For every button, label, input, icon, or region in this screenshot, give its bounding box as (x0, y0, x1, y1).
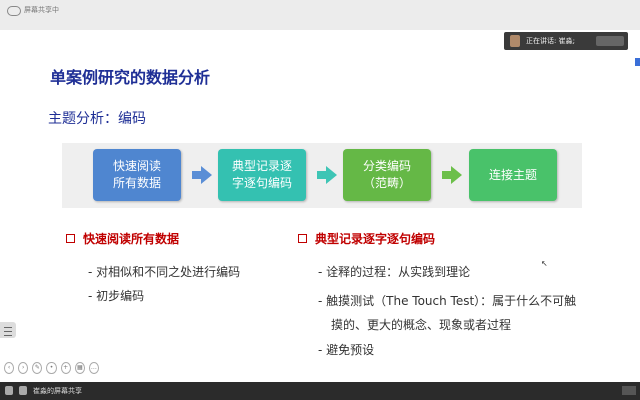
share-status: 屏幕共享中 (24, 6, 59, 14)
slide-subtitle: 主题分析：编码 (48, 111, 146, 127)
flow-arrow-icon (192, 166, 212, 184)
right-heading: 典型记录逐字逐句编码 (298, 230, 435, 247)
flow-step-1: 快速阅读 所有数据 (93, 149, 181, 201)
flow-step-4: 连接主题 (469, 149, 557, 201)
window-control-icon[interactable] (622, 386, 636, 395)
right-item-continued: 摸的、更大的概念、现象或者过程 (331, 318, 512, 332)
right-item: - 触摸测试（The Touch Test）：属于什么不可触 (318, 294, 577, 308)
previous-icon[interactable]: ‹ (4, 362, 15, 374)
right-item: - 避免预设 (318, 343, 375, 357)
flow-arrow-icon (442, 166, 462, 184)
right-item: - 诠释的过程：从实践到理论 (318, 265, 471, 279)
square-bullet-icon (298, 234, 307, 243)
speaker-indicator[interactable]: 正在讲话: 崔淼; (504, 32, 628, 50)
left-heading: 快速阅读所有数据 (66, 230, 179, 247)
next-icon[interactable]: › (18, 362, 29, 374)
flow-step-3: 分类编码 （范畴） (343, 149, 431, 201)
right-edge-handle[interactable] (635, 58, 640, 66)
menu-icon[interactable] (0, 322, 16, 338)
share-topbar: 屏幕共享中 (0, 0, 640, 30)
mouse-cursor-icon: ↖ (541, 259, 548, 268)
screen-icon[interactable] (5, 386, 13, 395)
pen-icon[interactable]: ✎ (32, 362, 43, 374)
cloud-icon (7, 6, 21, 16)
more-icon[interactable]: … (88, 362, 99, 374)
grid-icon[interactable]: ▦ (74, 362, 85, 374)
status-bar: 崔淼的屏幕共享 (0, 382, 640, 400)
speaker-label: 正在讲话: 崔淼; (526, 37, 575, 45)
flow-arrow-icon (317, 166, 337, 184)
laser-icon[interactable]: • (46, 362, 57, 374)
speaker-avatar (510, 35, 520, 47)
presentation-toolbar: ‹ › ✎ • + ▦ … (0, 362, 99, 376)
left-item: - 初步编码 (88, 289, 145, 303)
left-item: - 对相似和不同之处进行编码 (88, 265, 241, 279)
screen-share-label: 崔淼的屏幕共享 (33, 387, 82, 395)
slide-title: 单案例研究的数据分析 (50, 68, 211, 87)
square-bullet-icon (66, 234, 75, 243)
flow-step-2: 典型记录逐 字逐句编码 (218, 149, 306, 201)
microphone-icon[interactable] (19, 386, 27, 395)
camera-thumbnail[interactable] (596, 36, 624, 46)
zoom-icon[interactable]: + (60, 362, 71, 374)
